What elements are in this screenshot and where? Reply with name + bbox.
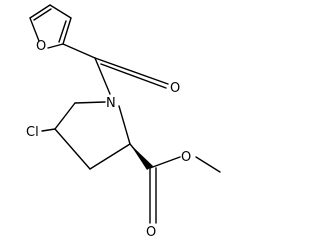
furan-bond-c3-c2 bbox=[62, 17, 72, 45]
furan-bond-c5-c4-inner bbox=[33, 8, 52, 21]
ring-bond-c2-n bbox=[118, 105, 131, 145]
atom-label-n: N bbox=[106, 96, 116, 111]
bond-carbonyl-o-inner bbox=[100, 63, 167, 89]
furan-bond-c4-c3 bbox=[49, 4, 72, 19]
atom-label-o-carbonyl: O bbox=[170, 81, 180, 96]
bond-carbonyl-o bbox=[94, 57, 169, 85]
furan-bond-c5-c4 bbox=[29, 4, 51, 19]
bond-carbonyl-n bbox=[94, 57, 111, 95]
bond-ester-c-o bbox=[149, 156, 181, 169]
atom-label-o-ester: O bbox=[181, 150, 191, 165]
atom-label-o-furan: O bbox=[36, 39, 46, 54]
ring-bond-c5-c4 bbox=[54, 102, 76, 130]
bond-c2-ester-c bbox=[129, 143, 151, 169]
bond-furan-carbonyl-c bbox=[62, 43, 96, 59]
furan-bond-c2-o bbox=[47, 43, 64, 49]
chemical-structure: O N O Cl O O bbox=[26, 4, 221, 240]
atom-label-cl: Cl bbox=[26, 125, 39, 140]
furan-bond-o-c2 bbox=[29, 17, 40, 42]
bond-o-methyl bbox=[195, 156, 221, 173]
ring-bond-n-c5 bbox=[74, 101, 106, 104]
methyl-ester-group bbox=[129, 143, 221, 224]
ring-bond-c4-c3 bbox=[54, 128, 91, 170]
furan-ring bbox=[29, 4, 72, 49]
atom-label-o-ester-carbonyl: O bbox=[146, 225, 156, 240]
pyrrolidine-ring bbox=[54, 101, 131, 170]
furan-bond-c3-c2-inner bbox=[58, 20, 67, 43]
bond-c4-cl bbox=[41, 128, 56, 132]
acyl-group bbox=[62, 43, 169, 95]
ring-bond-c3-c2 bbox=[89, 143, 131, 170]
